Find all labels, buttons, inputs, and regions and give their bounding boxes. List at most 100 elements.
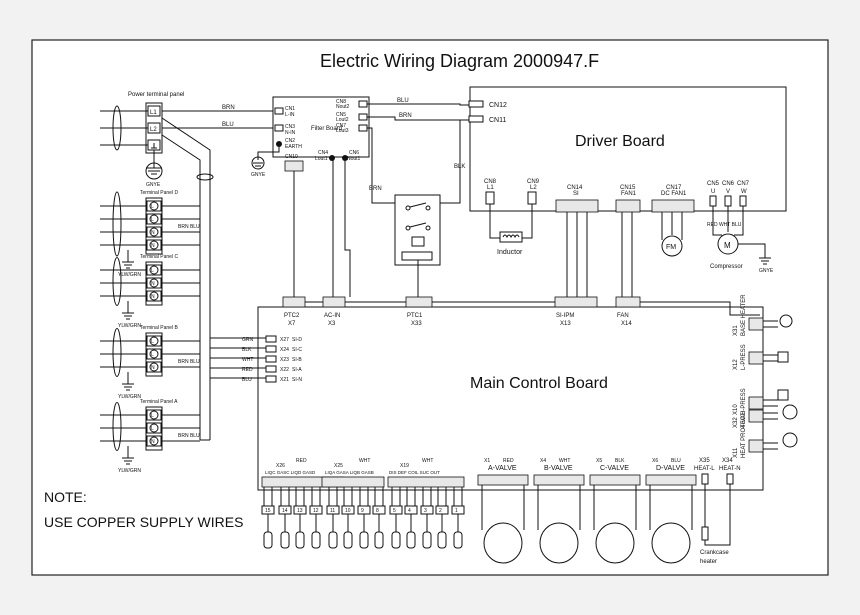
ground-symbol — [122, 446, 134, 465]
si-connector-name: SI-D — [292, 337, 302, 343]
filter-cn4-pin: Lout1 — [315, 156, 328, 162]
power-l2-label: L2 — [150, 127, 157, 133]
right-connector-name: BASE HEATER — [741, 294, 747, 336]
filter-cn3 — [274, 124, 284, 132]
sensor-wires — [359, 487, 369, 532]
cn14-sub: SI — [573, 191, 579, 197]
wire-blk — [440, 120, 461, 204]
heat-n-code: X34 — [722, 458, 733, 464]
terminal-pin-label: L — [151, 204, 154, 210]
si-connector-name: SI-A — [292, 367, 302, 373]
right-connector-code: X32 — [733, 417, 739, 428]
filter-cn3-pin: N-IN — [285, 130, 296, 136]
compressor-wires — [712, 206, 744, 236]
cn15-sub: FAN1 — [621, 191, 637, 197]
note-label: NOTE: — [44, 489, 87, 505]
right-connector-wire — [763, 354, 778, 362]
numbered-terminal — [372, 505, 386, 515]
filter-cn5-label: CN5 — [336, 112, 346, 118]
x25-connector — [321, 476, 385, 488]
power-gnye: GNYE — [146, 182, 161, 188]
main-top-connector-code: X7 — [288, 321, 296, 327]
red-label: RED — [296, 458, 307, 464]
relay-contact-1 — [405, 205, 411, 211]
si-connector-code: X23 — [280, 357, 289, 363]
si-wire-color: GRN — [242, 337, 254, 343]
si-connector-code: X24 — [280, 347, 289, 353]
terminal-cable-clamp — [112, 328, 122, 377]
valve-wires — [593, 485, 637, 530]
cn5-connector — [709, 195, 717, 207]
cn9-pin: L2 — [530, 185, 537, 191]
crankcase-label-1: Crankcase — [700, 550, 729, 556]
valve-wires — [537, 485, 581, 530]
terminal-ground-label: YLW/GRN — [118, 468, 141, 474]
filter-cn1-pin: L-IN — [285, 112, 295, 118]
compressor-symbol: M — [724, 241, 731, 250]
power-l1-label: L1 — [150, 110, 157, 116]
valve-coil — [651, 522, 691, 564]
fan-motor — [661, 235, 683, 257]
terminal-cable-clamp — [112, 257, 122, 306]
numbered-terminal-label: 2 — [439, 508, 442, 514]
wht-label: WHT — [359, 458, 370, 464]
terminal-screw — [149, 227, 159, 237]
terminal-screw — [149, 291, 159, 301]
valve-connector — [589, 474, 641, 486]
right-connector — [748, 396, 764, 410]
heat-n-connector — [726, 473, 734, 485]
power-earth-symbol — [146, 150, 162, 175]
terminal-panel — [145, 197, 163, 255]
crankcase-label-2: heater — [700, 559, 717, 565]
heat-l-connector — [701, 473, 709, 485]
filter-cn2 — [276, 141, 282, 147]
valve-connector — [533, 474, 585, 486]
ground-symbol — [122, 301, 134, 320]
terminal-pin-label: N — [151, 281, 155, 287]
temperature-sensor — [343, 531, 353, 549]
si-wire-color: RED — [242, 367, 253, 373]
filter-cn3-label: CN3 — [285, 124, 295, 130]
relay-coil — [411, 236, 425, 247]
w-label: W — [741, 189, 747, 195]
base-heater-ground — [779, 314, 793, 328]
filter-earth-ring — [251, 156, 265, 170]
cn17-connector — [651, 199, 695, 213]
sensor-wires — [343, 487, 353, 532]
terminal-wire-colors: BRN BLU — [178, 359, 200, 365]
main-top-connector — [615, 296, 641, 308]
valve-code: X6 — [652, 458, 658, 464]
sensor-wires — [263, 487, 273, 532]
terminal-wire-colors: BRN BLU — [178, 224, 200, 230]
numbered-terminal-label: 15 — [265, 508, 271, 514]
si-connector — [265, 365, 277, 373]
relay-contact-3 — [405, 225, 411, 231]
cn8-label: CN8 — [484, 179, 497, 185]
numbered-terminal — [404, 505, 418, 515]
cn14-connector — [555, 199, 599, 213]
relay-switches — [409, 202, 427, 228]
fan-motor-wires — [661, 212, 683, 240]
cn11-label: CN11 — [489, 117, 506, 124]
valve-connector — [477, 474, 529, 486]
valve-wire-color: WHT — [559, 458, 570, 464]
temperature-sensor — [263, 531, 273, 549]
power-supply-wires — [100, 110, 148, 146]
cn17-label: CN17 — [666, 185, 682, 191]
valve-wires — [649, 485, 693, 530]
note-text: USE COPPER SUPPLY WIRES — [44, 514, 243, 530]
terminal-pin-label: N — [151, 439, 155, 445]
numbered-terminal — [389, 505, 403, 515]
main-top-wires — [293, 158, 633, 297]
main-top-connector-name: FAN — [617, 313, 629, 319]
main-top-connector-code: X3 — [328, 321, 336, 327]
sensor-wires — [295, 487, 305, 532]
power-panel-label: Power terminal panel — [128, 92, 184, 98]
cn15-connector — [615, 199, 641, 213]
si-connector-code: X21 — [280, 377, 289, 383]
main-top-connector-name: SI-IPM — [556, 313, 574, 319]
filter-board — [272, 96, 370, 158]
filter-cn6-pin: Nout1 — [347, 156, 361, 162]
filter-cn7 — [358, 124, 368, 132]
